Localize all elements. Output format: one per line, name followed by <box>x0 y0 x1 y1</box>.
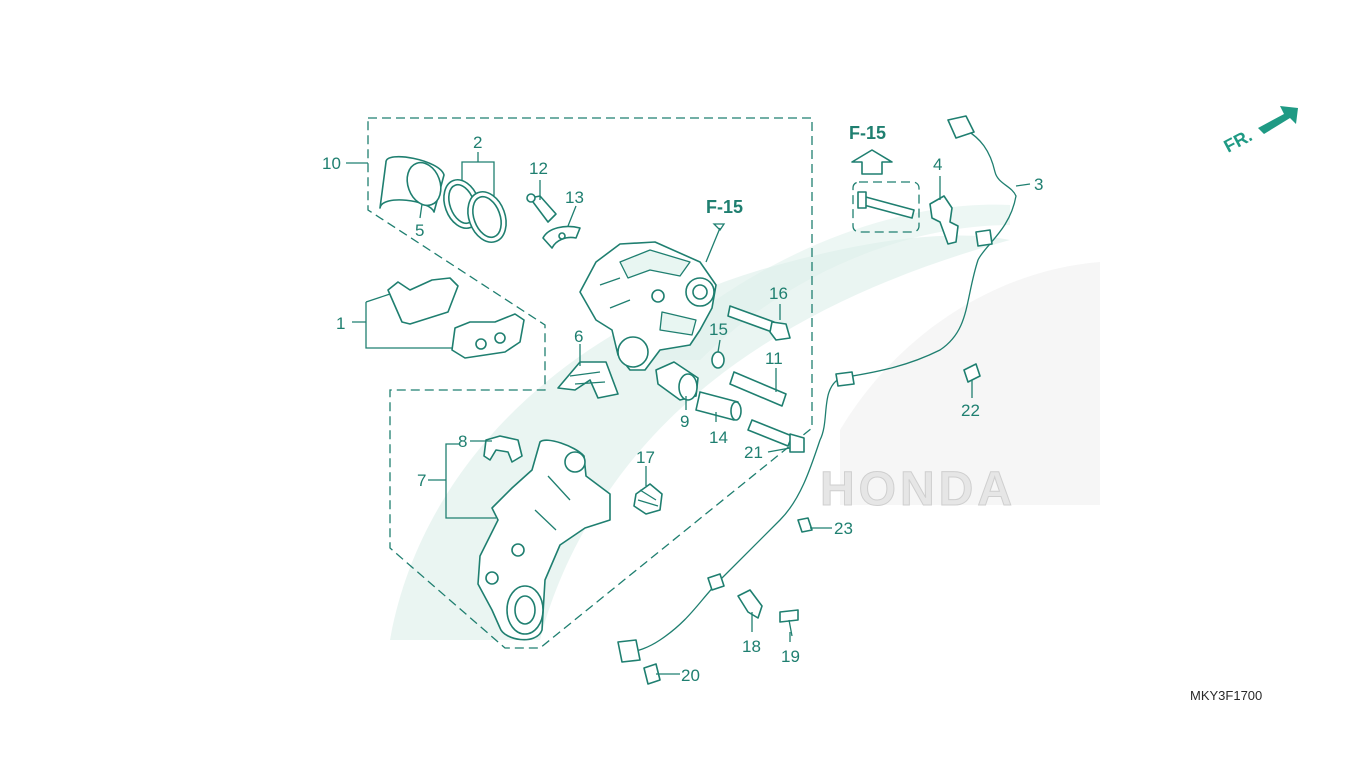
callout-11: 11 <box>765 349 783 368</box>
seal-rings-part <box>443 178 507 243</box>
abs-sensor-cable-part <box>617 115 1017 663</box>
bolt-reference-label: F-15 <box>849 123 886 143</box>
bleeder-valve-part <box>526 193 557 223</box>
pad-spring-part <box>557 361 619 399</box>
clamp-18-part <box>737 589 763 619</box>
callout-20: 20 <box>681 666 700 685</box>
caliper-reference-label: F-15 <box>706 197 743 217</box>
callout-15: 15 <box>709 320 728 339</box>
drawing-code: MKY3F1700 <box>1190 688 1262 703</box>
front-direction-indicator: FR. <box>1220 106 1298 157</box>
clamp-23-part <box>797 517 813 533</box>
front-direction-label: FR. <box>1220 125 1255 156</box>
watermark-brand-text: HONDA <box>820 463 1016 516</box>
callout-13: 13 <box>565 188 584 207</box>
retainer-clip-part <box>483 435 523 463</box>
callout-8: 8 <box>458 432 467 451</box>
callout-6: 6 <box>574 327 583 346</box>
washer-part <box>711 351 725 369</box>
pin-bolt-16-part <box>727 305 791 341</box>
callout-14: 14 <box>709 428 728 447</box>
callout-labels: 1 2 3 4 5 6 7 8 9 10 11 12 13 14 15 16 1… <box>322 133 1043 685</box>
callout-17: 17 <box>636 448 655 467</box>
rubber-boot-part <box>633 483 663 515</box>
callout-5: 5 <box>415 221 424 240</box>
callout-3: 3 <box>1034 175 1043 194</box>
caliper-bracket-part <box>477 439 611 641</box>
boot-part <box>655 361 699 401</box>
leader-lines <box>346 152 1031 675</box>
stay-bolt-part <box>857 191 915 219</box>
callout-22: 22 <box>961 401 980 420</box>
callout-12: 12 <box>529 159 548 178</box>
up-arrow-icon <box>851 149 893 175</box>
callout-21: 21 <box>744 443 763 462</box>
sensor-stay-part <box>929 195 959 245</box>
pin-bolt-11-part <box>729 371 787 407</box>
callout-16: 16 <box>769 284 788 303</box>
piston-part <box>379 155 445 213</box>
caliper-group-outline <box>367 117 813 649</box>
callout-1: 1 <box>336 314 345 333</box>
caliper-body-part <box>579 241 717 371</box>
bolt-20-part <box>643 663 661 685</box>
bleeder-cap-part <box>542 225 581 249</box>
bolt-21-part <box>747 419 805 453</box>
brake-pads-part <box>387 277 525 359</box>
callout-18: 18 <box>742 637 761 656</box>
callout-19: 19 <box>781 647 800 666</box>
callout-4: 4 <box>933 155 942 174</box>
pin-sleeve-part <box>695 391 742 421</box>
callout-2: 2 <box>473 133 482 152</box>
callout-23: 23 <box>834 519 853 538</box>
callout-10: 10 <box>322 154 341 173</box>
screw-19-part <box>779 609 799 637</box>
callout-9: 9 <box>680 412 689 431</box>
callout-7: 7 <box>417 471 426 490</box>
grommet-part <box>963 363 981 383</box>
